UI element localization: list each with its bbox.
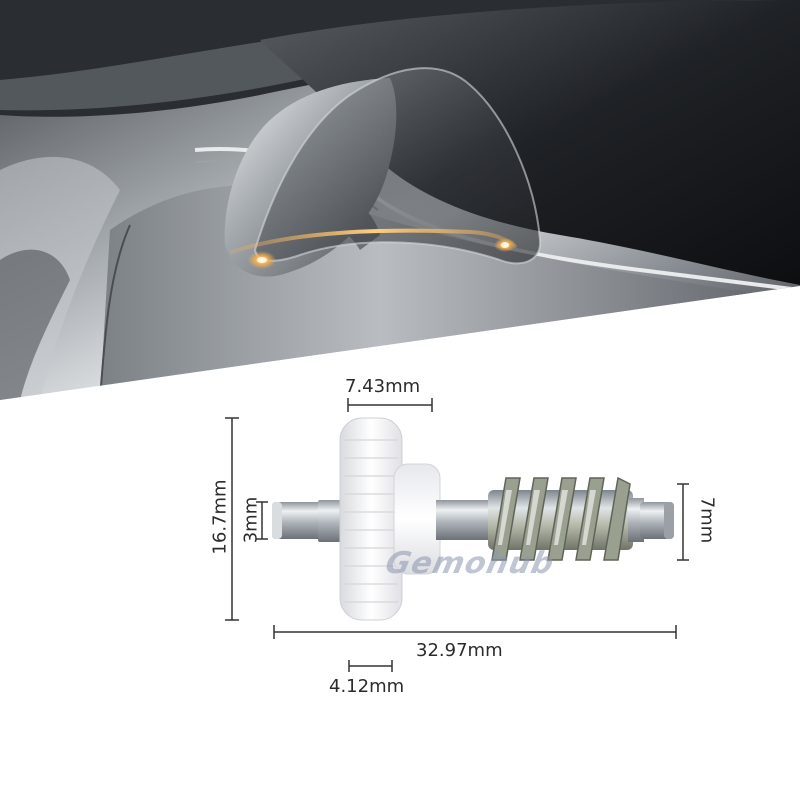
gear-shaft-part: [272, 417, 674, 621]
dimension-shaft-diameter: 3mm: [240, 496, 262, 544]
middle-shaft: [436, 500, 494, 540]
dimension-worm-diameter: 7mm: [696, 496, 718, 544]
dimension-small-length: 4.12mm: [329, 676, 405, 697]
car-photo: [0, 0, 800, 400]
dimension-lines: [225, 398, 689, 672]
dimension-overall-length: 32.97mm: [416, 640, 503, 661]
right-shaft: [628, 498, 674, 542]
worm-screw: [488, 476, 633, 561]
dimension-top-width: 7.43mm: [345, 376, 421, 397]
dimension-overall-height: 16.7mm: [209, 479, 231, 555]
white-gear: [339, 417, 441, 621]
side-mirror: [224, 67, 542, 277]
